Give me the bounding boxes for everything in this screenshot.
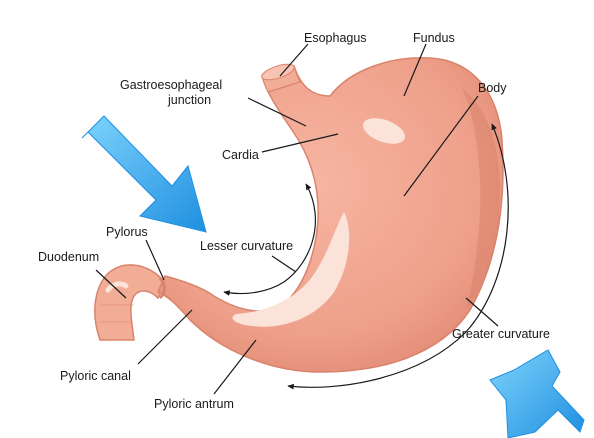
fundus-leader xyxy=(403,43,427,97)
pyloric-canal-leader xyxy=(137,309,193,365)
label-ge-junction-line1: Gastroesophageal xyxy=(120,78,222,92)
pylorus-leader xyxy=(145,239,165,281)
label-pyloric-canal: Pyloric canal xyxy=(60,369,131,383)
lesser-curvature-leader xyxy=(271,255,297,273)
duodenum-shape xyxy=(94,264,166,341)
ge-junction-leader xyxy=(247,97,307,127)
blue-arrow-icon xyxy=(489,349,585,438)
greater-curvature-arc xyxy=(287,123,509,390)
esophagus-leader xyxy=(279,43,309,77)
greater-curvature-leader xyxy=(465,297,499,327)
label-fundus: Fundus xyxy=(413,31,455,45)
label-greater-curvature: Greater curvature xyxy=(452,327,550,341)
cardia-leader xyxy=(261,133,339,153)
label-cardia: Cardia xyxy=(222,148,259,162)
label-ge-junction-line2: junction xyxy=(167,93,211,107)
pyloric-antrum-leader xyxy=(213,339,257,395)
label-pylorus: Pylorus xyxy=(106,225,148,239)
blue-arrow-icon xyxy=(81,115,207,233)
label-pyloric-antrum: Pyloric antrum xyxy=(154,397,234,411)
label-esophagus: Esophagus xyxy=(304,31,367,45)
label-body: Body xyxy=(478,81,507,95)
label-duodenum: Duodenum xyxy=(38,250,99,264)
duodenum-leader xyxy=(95,269,127,299)
label-lesser-curvature: Lesser curvature xyxy=(200,239,293,253)
body-leader xyxy=(403,95,479,197)
